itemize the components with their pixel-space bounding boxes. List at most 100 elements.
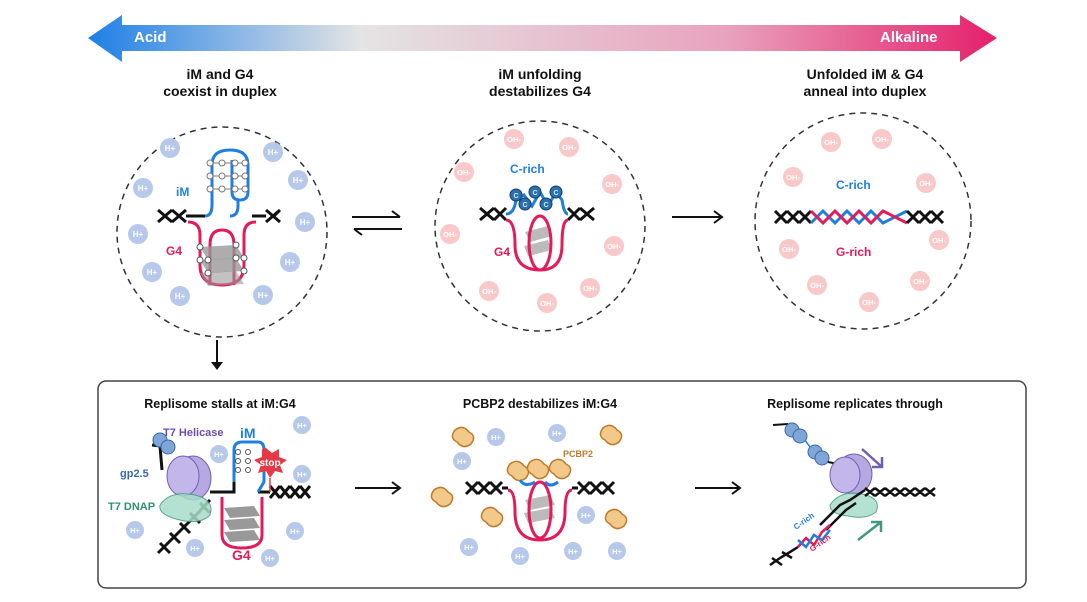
im-label: iM (240, 425, 256, 441)
acid-label: Acid (134, 29, 167, 46)
oh-ion: OH- (540, 299, 554, 308)
destabilized-g4-bottom2 (507, 479, 573, 542)
duplex-panel1 (157, 208, 282, 224)
destabilized-g4 (505, 214, 569, 272)
bottom-panel2-title: PCBP2 destabilizes iM:G4 (462, 397, 618, 411)
oh-ion: OH- (607, 242, 621, 251)
oh-ion: OH- (507, 135, 521, 144)
oh-ion: OH- (919, 179, 933, 188)
oh-ion: OH- (913, 277, 927, 286)
im-label: iM (176, 185, 189, 199)
h-ion: H+ (268, 148, 279, 157)
g4-label: G4 (494, 245, 510, 259)
stop-label: stop (259, 458, 280, 469)
im-stalled-pairs (235, 449, 251, 473)
duplex-bottom3 (769, 487, 936, 567)
h-ions-bottom1 (126, 416, 311, 567)
cytosine: C (513, 193, 518, 200)
h-ion: H+ (165, 144, 176, 153)
panel2-title: iM unfolding destabilizes G4 (450, 66, 630, 100)
stop-sign (254, 448, 287, 492)
gp25-label: gp2.5 (120, 468, 149, 480)
h-ion: H+ (297, 470, 307, 479)
panel3-title-line1: Unfolded iM & G4 (806, 66, 924, 82)
unfolded-c-strand: C C C C C (505, 185, 569, 216)
cytosine: C (553, 190, 558, 197)
panel1-title-line2: coexist in duplex (163, 83, 277, 99)
h-ion: H+ (293, 176, 304, 185)
h-ions-panel1 (128, 138, 315, 306)
h-ion: H+ (515, 552, 525, 561)
h-ion: H+ (175, 292, 186, 301)
h-ion: H+ (581, 511, 591, 520)
h-ion: H+ (285, 258, 296, 267)
oh-ion: OH- (443, 230, 457, 239)
panel3-title-line2: anneal into duplex (803, 83, 927, 99)
h-ion: H+ (258, 291, 269, 300)
equilibrium-arrows (352, 210, 402, 236)
panel1-title-line1: iM and G4 (186, 66, 254, 82)
dnap-direction-arrow (857, 520, 883, 541)
h-ion: H+ (300, 218, 311, 227)
pcbp2-proteins (430, 424, 628, 530)
h-ion: H+ (214, 450, 224, 459)
gp25-bottom3 (772, 422, 839, 466)
oh-ions-panel3 (779, 129, 949, 312)
oh-ion: OH- (605, 180, 619, 189)
alkaline-label: Alkaline (880, 29, 938, 46)
oh-ion: OH- (810, 281, 824, 290)
oh-ion: OH- (786, 173, 800, 182)
oh-ion: OH- (932, 236, 946, 245)
helicase-label: T7 Helicase (163, 427, 224, 439)
helicase (166, 455, 212, 501)
g-rich-label: G-rich (836, 245, 871, 259)
h-ion: H+ (290, 527, 300, 536)
gp25 (152, 432, 176, 455)
panel-coexist-circle (116, 126, 328, 338)
oh-ion: OH- (583, 284, 597, 293)
h-ion: H+ (138, 184, 149, 193)
h-ion: H+ (552, 429, 562, 438)
arrow-bottom-2 (695, 481, 742, 495)
oh-ion: OH- (562, 143, 576, 152)
cytosine: C (522, 202, 527, 209)
h-ion: H+ (147, 268, 158, 277)
h-ion: H+ (491, 433, 501, 442)
g4-label: G4 (166, 244, 182, 258)
duplex-panel2 (479, 206, 595, 222)
arrow-bottom-1 (355, 481, 402, 495)
oh-ion: OH- (457, 168, 471, 177)
bottom-panel-box (97, 380, 1027, 589)
bottom-panel1-title: Replisome stalls at iM:G4 (144, 397, 296, 411)
im-structure-panel1 (204, 148, 250, 218)
panel2-title-line1: iM unfolding (498, 66, 582, 82)
panel2-title-line2: destabilizes G4 (489, 83, 591, 99)
helicase-direction-arrow (861, 448, 884, 469)
panel1-title: iM and G4 coexist in duplex (130, 66, 310, 100)
annealed-duplex (773, 208, 945, 226)
h-ion: H+ (297, 421, 307, 430)
h-ion: H+ (612, 547, 622, 556)
h-ion: H+ (457, 457, 467, 466)
newly-annealed-duplex (797, 524, 831, 549)
pcbp2-label: PCBP2 (563, 449, 593, 459)
bottom-panel3-title: Replisome replicates through (767, 397, 943, 411)
panel3-title: Unfolded iM & G4 anneal into duplex (770, 66, 960, 100)
h-ion: H+ (130, 526, 140, 535)
oh-ion: OH- (782, 245, 796, 254)
h-ion: H+ (568, 547, 578, 556)
h-ion: H+ (133, 230, 144, 239)
g4-stalled (220, 497, 264, 550)
h-ion: H+ (190, 544, 200, 553)
duplex-bottom2 (464, 480, 616, 496)
panel-unfolding-circle (434, 120, 646, 332)
oh-ion: OH- (482, 287, 496, 296)
h-ion-labels-panel1: H+ H+ H+ H+ H+ H+ H+ H+ H+ H+ (133, 144, 311, 301)
c-rich-label: C-rich (510, 162, 545, 176)
oh-ions-panel2 (440, 129, 624, 313)
arrow-to-panel3 (672, 210, 724, 224)
h-ions-bottom2 (453, 424, 626, 565)
g4-label: G4 (232, 547, 251, 563)
oh-ion: OH- (875, 135, 889, 144)
